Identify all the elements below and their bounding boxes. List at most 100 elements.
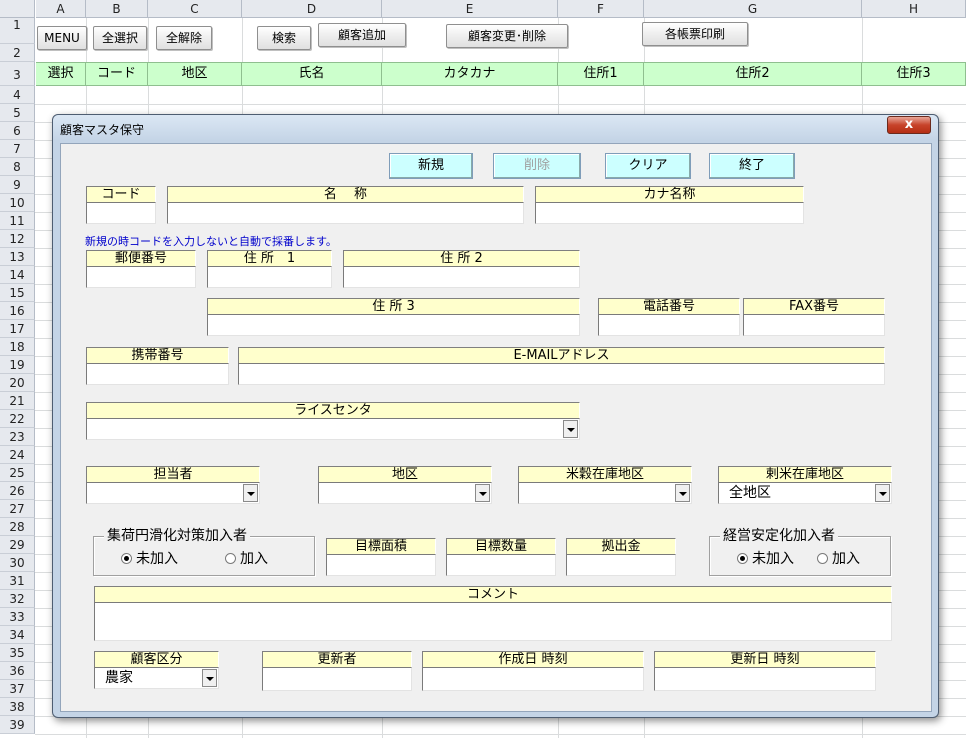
- chevron-down-icon[interactable]: [675, 484, 690, 502]
- updater-field[interactable]: [262, 667, 412, 691]
- header-cell-address3[interactable]: 住所3: [862, 62, 966, 86]
- fax-field[interactable]: [743, 314, 885, 336]
- chevron-down-icon[interactable]: [475, 484, 490, 502]
- address1-field[interactable]: [207, 266, 332, 288]
- comment-field[interactable]: [94, 602, 892, 641]
- search-button[interactable]: 検索: [257, 26, 311, 50]
- row-header[interactable]: 8: [0, 158, 35, 176]
- row-header[interactable]: 15: [0, 284, 35, 302]
- chevron-down-icon[interactable]: [563, 420, 578, 438]
- row-header[interactable]: 7: [0, 140, 35, 158]
- row-header[interactable]: 30: [0, 554, 35, 572]
- row-header[interactable]: 32: [0, 590, 35, 608]
- target-qty-field[interactable]: [446, 554, 556, 576]
- phone-field[interactable]: [598, 314, 740, 336]
- select-all-corner[interactable]: [0, 0, 35, 18]
- row-header[interactable]: 28: [0, 518, 35, 536]
- print-forms-button[interactable]: 各帳票印刷: [642, 22, 748, 46]
- header-cell-district[interactable]: 地区: [148, 62, 242, 86]
- row-header[interactable]: 2: [0, 44, 35, 62]
- row-header[interactable]: 34: [0, 626, 35, 644]
- column-header-d[interactable]: D: [242, 0, 382, 18]
- name-field[interactable]: [167, 202, 524, 224]
- row-header[interactable]: 17: [0, 320, 35, 338]
- header-cell-address1[interactable]: 住所1: [558, 62, 644, 86]
- row-header[interactable]: 39: [0, 716, 35, 734]
- address3-field[interactable]: [207, 314, 580, 336]
- mobile-field[interactable]: [86, 363, 229, 385]
- row-header[interactable]: 9: [0, 176, 35, 194]
- add-customer-button[interactable]: 顧客追加: [318, 23, 406, 47]
- row-header[interactable]: 38: [0, 698, 35, 716]
- stability-radio-joined[interactable]: 加入: [817, 551, 860, 567]
- staff-combo[interactable]: [86, 482, 260, 504]
- row-header[interactable]: 25: [0, 464, 35, 482]
- exit-button[interactable]: 終了: [709, 153, 795, 179]
- select-all-button[interactable]: 全選択: [93, 26, 147, 50]
- row-header[interactable]: 33: [0, 608, 35, 626]
- row-header[interactable]: 16: [0, 302, 35, 320]
- menu-button[interactable]: MENU: [37, 26, 87, 50]
- row-header[interactable]: 37: [0, 680, 35, 698]
- rice-center-combo[interactable]: [86, 418, 580, 440]
- postal-code-field[interactable]: [86, 266, 196, 288]
- header-cell-katakana[interactable]: カタカナ: [382, 62, 558, 86]
- code-field[interactable]: [86, 202, 156, 224]
- milled-stock-district-combo[interactable]: 全地区: [718, 482, 892, 504]
- deselect-all-button[interactable]: 全解除: [156, 26, 212, 50]
- column-header-f[interactable]: F: [558, 0, 644, 18]
- column-header-a[interactable]: A: [36, 0, 86, 18]
- row-header[interactable]: 23: [0, 428, 35, 446]
- row-header[interactable]: 29: [0, 536, 35, 554]
- row-header[interactable]: 22: [0, 410, 35, 428]
- header-cell-name[interactable]: 氏名: [242, 62, 382, 86]
- address2-field[interactable]: [343, 266, 580, 288]
- created-field[interactable]: [422, 667, 644, 691]
- row-header[interactable]: 18: [0, 338, 35, 356]
- target-area-field[interactable]: [326, 554, 436, 576]
- row-header[interactable]: 10: [0, 194, 35, 212]
- new-button[interactable]: 新規: [389, 153, 473, 179]
- updated-field[interactable]: [654, 667, 876, 691]
- row-header[interactable]: 19: [0, 356, 35, 374]
- row-header[interactable]: 14: [0, 266, 35, 284]
- row-header[interactable]: 6: [0, 122, 35, 140]
- row-header[interactable]: 5: [0, 104, 35, 122]
- header-cell-select[interactable]: 選択: [36, 62, 86, 86]
- close-button[interactable]: x: [887, 116, 931, 134]
- email-field[interactable]: [238, 363, 885, 385]
- row-header[interactable]: 20: [0, 374, 35, 392]
- chevron-down-icon[interactable]: [875, 484, 890, 502]
- row-header[interactable]: 13: [0, 248, 35, 266]
- stability-radio-not-joined[interactable]: 未加入: [737, 551, 794, 567]
- contribution-field[interactable]: [566, 554, 676, 576]
- rice-stock-district-combo[interactable]: [518, 482, 692, 504]
- column-header-g[interactable]: G: [644, 0, 862, 18]
- dialog-titlebar[interactable]: 顧客マスタ保守 x: [53, 115, 938, 141]
- kana-name-field[interactable]: [535, 202, 804, 224]
- customer-type-combo[interactable]: 農家: [94, 667, 219, 689]
- row-header[interactable]: 21: [0, 392, 35, 410]
- column-header-e[interactable]: E: [382, 0, 558, 18]
- column-header-h[interactable]: H: [862, 0, 966, 18]
- header-cell-code[interactable]: コード: [86, 62, 148, 86]
- row-header[interactable]: 3: [0, 62, 35, 86]
- row-header[interactable]: 24: [0, 446, 35, 464]
- collection-radio-not-joined[interactable]: 未加入: [121, 551, 178, 567]
- district-combo[interactable]: [318, 482, 492, 504]
- chevron-down-icon[interactable]: [243, 484, 258, 502]
- row-header[interactable]: 36: [0, 662, 35, 680]
- row-header[interactable]: 1: [0, 18, 35, 44]
- collection-radio-joined[interactable]: 加入: [225, 551, 268, 567]
- modify-delete-customer-button[interactable]: 顧客変更･削除: [446, 24, 568, 48]
- row-header[interactable]: 26: [0, 482, 35, 500]
- header-cell-address2[interactable]: 住所2: [644, 62, 862, 86]
- row-header[interactable]: 35: [0, 644, 35, 662]
- delete-button[interactable]: 削除: [493, 153, 581, 179]
- row-header[interactable]: 12: [0, 230, 35, 248]
- row-header[interactable]: 4: [0, 86, 35, 104]
- row-header[interactable]: 27: [0, 500, 35, 518]
- clear-button[interactable]: クリア: [605, 153, 691, 179]
- row-header[interactable]: 31: [0, 572, 35, 590]
- chevron-down-icon[interactable]: [202, 669, 217, 687]
